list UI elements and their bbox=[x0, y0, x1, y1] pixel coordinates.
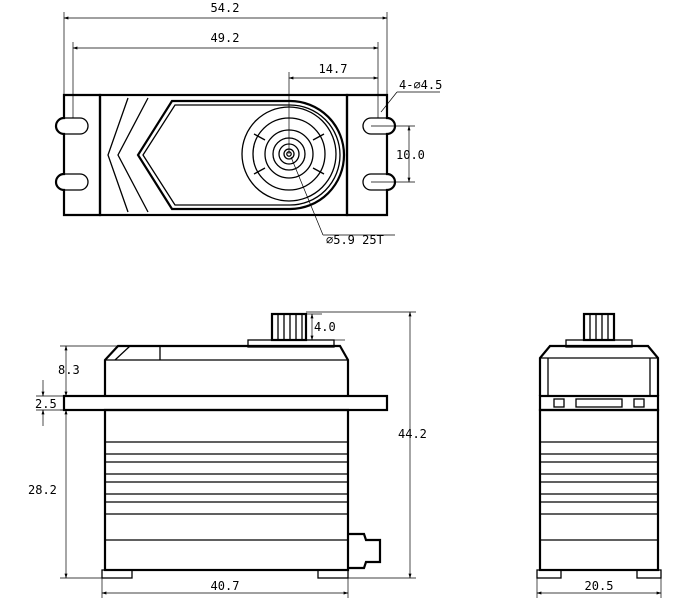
case-body bbox=[103, 408, 350, 572]
top-cover bbox=[136, 99, 346, 211]
dim-output-offset: 14.7 bbox=[319, 62, 348, 76]
top-view: 54.2 49.2 14.7 4-∅4.5 10.0 ∅5.9 25T bbox=[54, 1, 442, 247]
dim-upper-height: 8.3 bbox=[58, 363, 80, 377]
mount-slot bbox=[64, 173, 89, 191]
spline-spec-label: ∅5.9 25T bbox=[326, 233, 384, 247]
mount-flange bbox=[62, 394, 389, 412]
foot bbox=[101, 569, 133, 579]
foot bbox=[317, 569, 349, 579]
chevron-mark bbox=[117, 97, 149, 213]
side-view: 20.5 bbox=[536, 312, 662, 598]
flange-side bbox=[538, 394, 660, 412]
output-spline-side bbox=[582, 312, 616, 342]
front-view: 4.0 8.3 2.5 44.2 28.2 40.7 bbox=[28, 311, 427, 598]
flange-outline-right bbox=[345, 93, 397, 217]
mount-slot bbox=[64, 117, 89, 135]
dim-body-height: 28.2 bbox=[28, 483, 57, 497]
dim-body-length: 40.7 bbox=[211, 579, 240, 593]
foot bbox=[536, 569, 562, 579]
dim-hole-spacing-width: 49.2 bbox=[211, 31, 240, 45]
case-top bbox=[98, 93, 349, 217]
flange-outline bbox=[54, 93, 102, 217]
foot bbox=[636, 569, 662, 579]
dim-body-width: 20.5 bbox=[585, 579, 614, 593]
cable-grommet bbox=[348, 532, 382, 570]
mount-slot bbox=[362, 173, 387, 191]
upper-cover bbox=[103, 344, 350, 396]
dim-spline-height: 4.0 bbox=[314, 320, 336, 334]
chevron-mark bbox=[107, 97, 129, 213]
upper-cover-side bbox=[538, 344, 660, 396]
dim-overall-width: 54.2 bbox=[211, 1, 240, 15]
dim-hole-spacing-height: 10.0 bbox=[396, 148, 425, 162]
case-body-side bbox=[538, 408, 660, 572]
mount-slot bbox=[362, 117, 387, 135]
dim-overall-height: 44.2 bbox=[398, 427, 427, 441]
top-cover-inner bbox=[142, 104, 341, 206]
dim-flange-thickness: 2.5 bbox=[35, 397, 57, 411]
hole-spec-label: 4-∅4.5 bbox=[399, 78, 442, 92]
output-spline-front bbox=[270, 312, 308, 342]
